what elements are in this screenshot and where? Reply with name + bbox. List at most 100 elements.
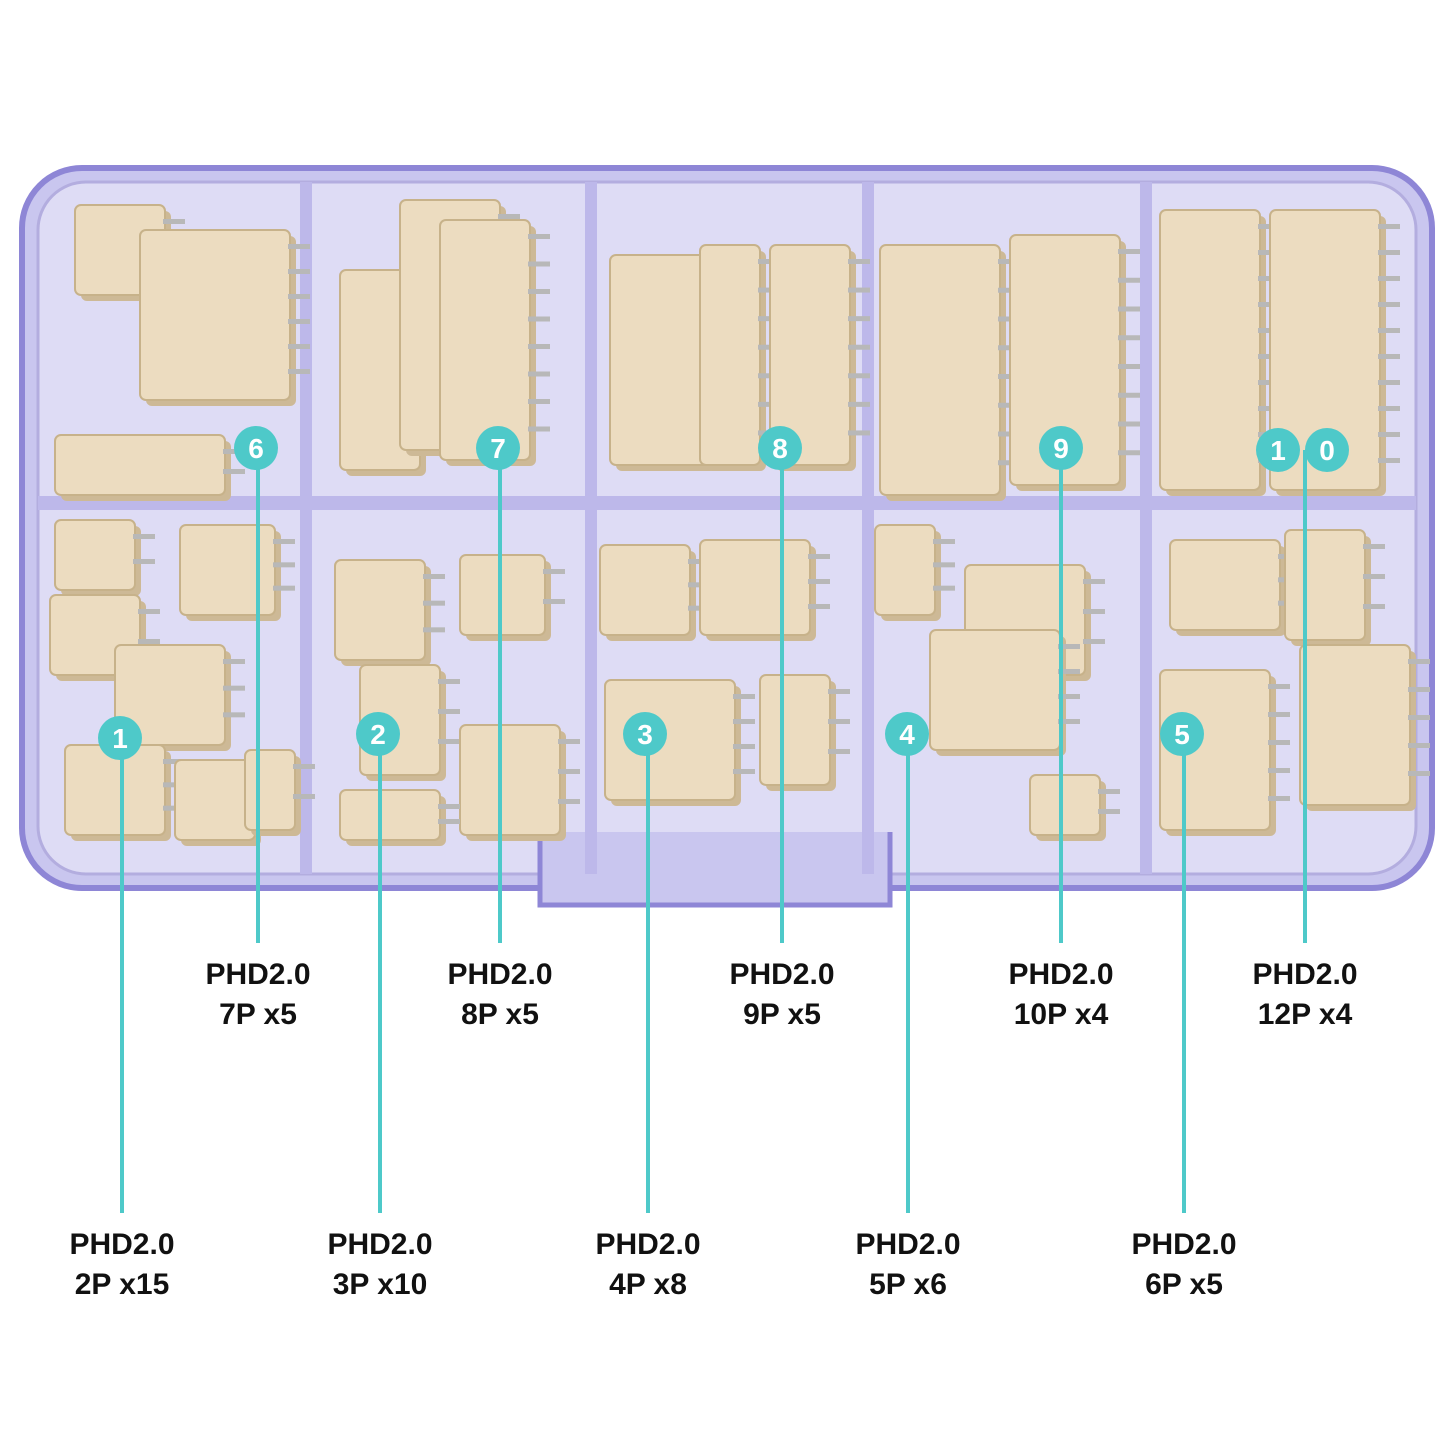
connector-pin <box>808 579 830 584</box>
connector-pin <box>733 694 755 699</box>
connector-pin <box>558 739 580 744</box>
badge-number-2: 2 <box>370 719 386 750</box>
connector-pin <box>1058 694 1080 699</box>
connector-pin <box>1118 335 1140 341</box>
callout-spec: 7P x5 <box>219 998 297 1031</box>
connector-pin <box>1118 306 1140 312</box>
connector-pin <box>1378 406 1400 411</box>
connector-pin <box>528 316 550 322</box>
badge-circle-1 <box>98 716 142 760</box>
divider-vertical <box>585 182 597 874</box>
connector-pin <box>733 769 755 774</box>
connector-pin <box>1378 432 1400 437</box>
callout-spec: 8P x5 <box>461 998 539 1031</box>
box-latch <box>537 832 893 908</box>
connector-pin <box>848 316 870 322</box>
connector-pin <box>133 559 155 564</box>
connector-pin <box>223 449 245 454</box>
connector-pin <box>1118 364 1140 369</box>
badge-number-7: 7 <box>490 433 506 464</box>
callout-label-6: PHD2.0 7P x5 <box>158 955 358 1035</box>
connector-pin <box>1268 768 1290 773</box>
connector-body <box>874 524 936 616</box>
connector-pin <box>1363 544 1385 549</box>
connector-body <box>54 434 226 496</box>
connector-pin <box>828 689 850 694</box>
connector-pin <box>808 554 830 559</box>
connector-pin <box>273 585 295 591</box>
connector-pin <box>1058 644 1080 649</box>
connector-pin <box>828 719 850 724</box>
connector-pin <box>528 426 550 432</box>
connector-pin <box>528 399 550 404</box>
connector-body <box>439 219 531 461</box>
callout-series: PHD2.0 <box>1252 958 1358 991</box>
connector-body <box>174 759 256 841</box>
connector-pin <box>293 764 315 769</box>
connector-pin <box>1083 579 1105 584</box>
connector-pin <box>1408 771 1430 776</box>
badge-circle-9 <box>1039 426 1083 470</box>
connector-pin <box>933 539 955 544</box>
connector-pin <box>1378 276 1400 281</box>
callout-leader-lines <box>120 448 1307 1213</box>
connector-pin <box>1058 669 1080 674</box>
connector-pin <box>528 344 550 349</box>
callout-spec: 3P x10 <box>332 1268 428 1301</box>
connector-body <box>699 244 761 466</box>
connector-pin <box>1083 639 1105 644</box>
connector-pin <box>933 585 955 591</box>
connector-pin <box>288 294 310 299</box>
connector-pin <box>1098 809 1120 814</box>
connector-body <box>1009 234 1121 486</box>
connector-pin <box>1118 450 1140 456</box>
connector-pin <box>423 627 445 633</box>
connector-pin <box>1118 392 1140 398</box>
callout-series: PHD2.0 <box>327 1228 433 1261</box>
callout-series: PHD2.0 <box>1008 958 1114 991</box>
connector-body <box>179 524 276 616</box>
callout-series: PHD2.0 <box>205 958 311 991</box>
connector-pin <box>1378 328 1400 333</box>
connector-pin <box>1098 789 1120 794</box>
connector-pin <box>933 562 955 568</box>
callout-label-2: PHD2.0 3P x10 <box>280 1225 480 1305</box>
connector-pin <box>498 214 520 219</box>
connector-pin <box>288 319 310 324</box>
callout-series: PHD2.0 <box>447 958 553 991</box>
connector-pin <box>1378 380 1400 385</box>
badge-number-1: 1 <box>112 723 128 754</box>
connector-body <box>1159 669 1271 831</box>
callout-spec: 4P x8 <box>609 1268 687 1301</box>
connector-body <box>1284 529 1366 641</box>
connector-pin <box>1378 250 1400 255</box>
callout-spec: 10P x4 <box>1013 998 1109 1031</box>
badge-circle-4 <box>885 712 929 756</box>
badge-number-8: 8 <box>772 433 788 464</box>
connector-pin <box>163 759 185 764</box>
connector-pin <box>528 289 550 294</box>
connector-parts <box>49 199 1430 846</box>
badge-circle-6 <box>234 426 278 470</box>
connector-pin <box>558 769 580 774</box>
connector-pin <box>223 659 245 664</box>
connector-pin <box>273 562 295 568</box>
connector-pin <box>1268 796 1290 801</box>
connector-body <box>599 544 691 636</box>
connector-pin <box>828 749 850 754</box>
connector-body <box>459 554 546 636</box>
callout-series: PHD2.0 <box>595 1228 701 1261</box>
connector-pin <box>1408 743 1430 748</box>
badge-circle-10 <box>1256 428 1300 472</box>
callout-spec: 5P x6 <box>869 1268 947 1301</box>
connector-pin <box>1363 574 1385 579</box>
connector-pin <box>1118 277 1140 283</box>
callout-spec: 6P x5 <box>1145 1268 1223 1301</box>
connector-pin <box>733 719 755 724</box>
connector-pin <box>438 739 460 744</box>
connector-body <box>879 244 1001 496</box>
connector-pin <box>733 744 755 749</box>
